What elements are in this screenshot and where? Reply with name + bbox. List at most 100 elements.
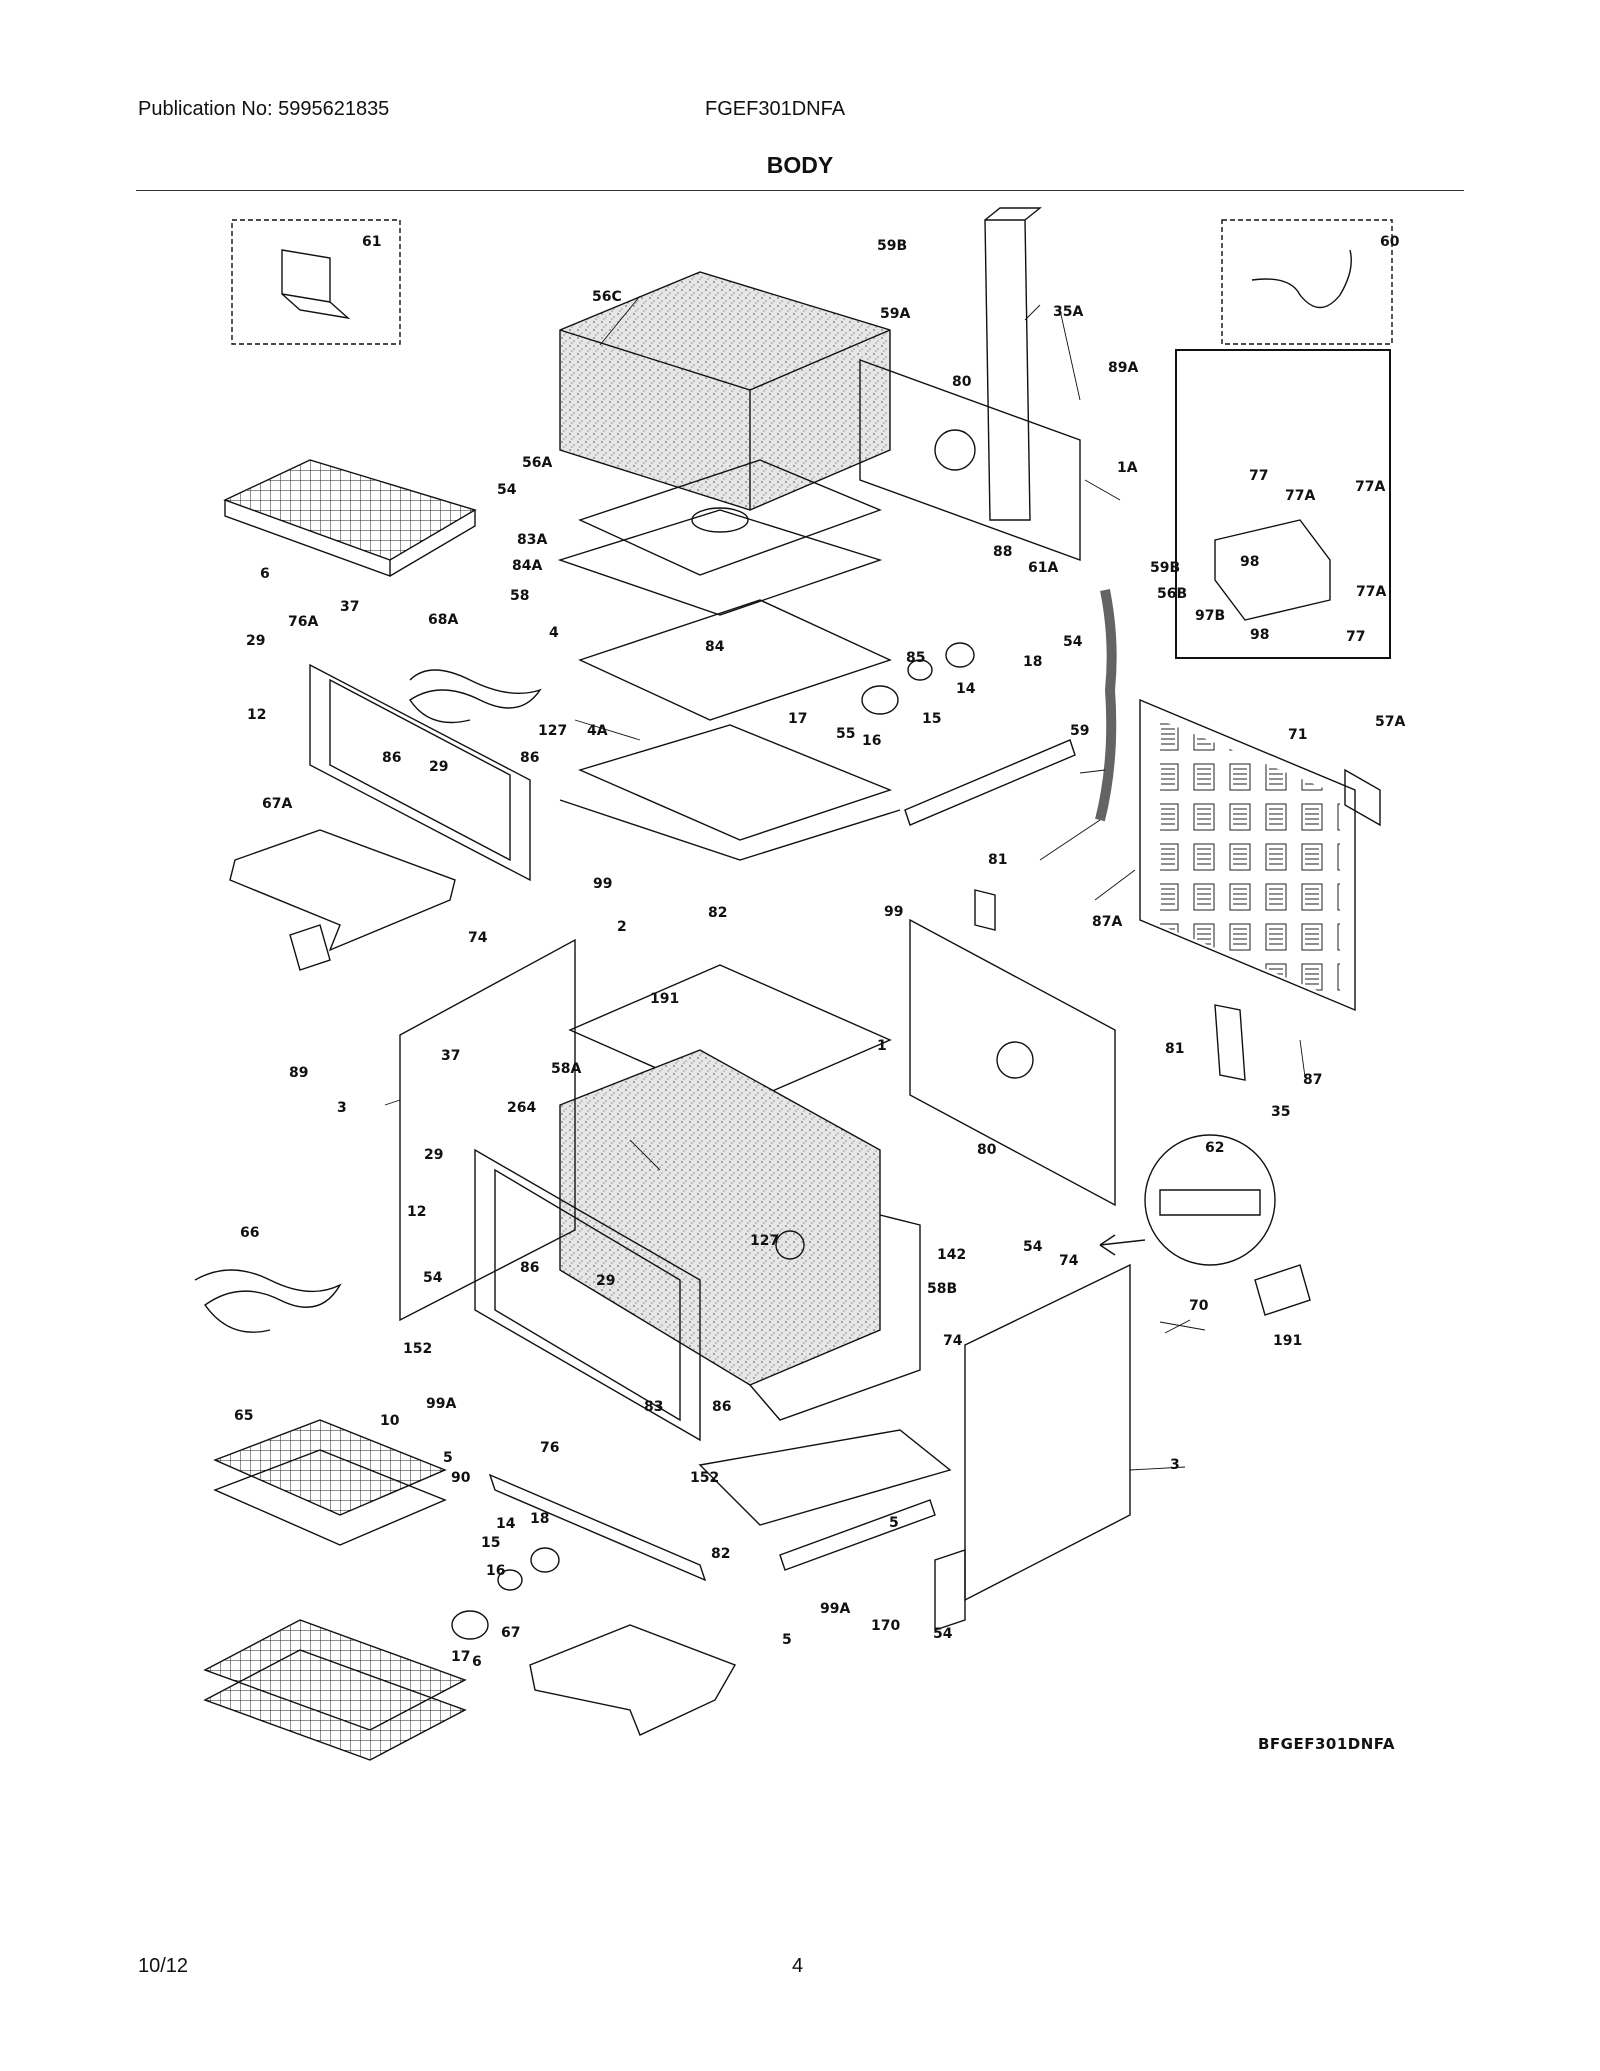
part-label: 15 (481, 1535, 500, 1551)
publication-number: Publication No: 5995621835 (138, 98, 390, 120)
part-label: 80 (977, 1142, 997, 1158)
clamp-60 (1251, 249, 1352, 309)
part-label: 62 (1205, 1140, 1224, 1156)
part-label: 12 (407, 1204, 426, 1220)
part-label: 99 (593, 876, 612, 892)
side-panel-3-right (964, 1263, 1131, 1602)
part-label: 3 (1170, 1457, 1180, 1473)
part-label: 59B (1150, 560, 1180, 576)
part-label: 66 (240, 1225, 259, 1241)
part-label: 77A (1355, 479, 1385, 495)
door-frame-76A (309, 663, 531, 882)
part-label: 99A (426, 1396, 456, 1412)
part-label: 67 (501, 1625, 520, 1641)
part-label: 58A (551, 1061, 581, 1077)
part-label: 14 (956, 681, 976, 697)
part-label: 127 (538, 723, 567, 739)
part-label: 1A (1117, 460, 1138, 476)
part-label: 29 (596, 1273, 615, 1289)
part-label: 77 (1346, 629, 1365, 645)
part-label: 81 (988, 852, 1007, 868)
rear-panel-71 (1139, 698, 1356, 1012)
part-label: 152 (690, 1470, 719, 1486)
part-label: 16 (862, 733, 881, 749)
part-label: 84 (705, 639, 725, 655)
part-label: 56B (1157, 586, 1187, 602)
part-label: 54 (1063, 634, 1083, 650)
title-rule (136, 190, 1464, 191)
part-label: 54 (1023, 1239, 1043, 1255)
liner-top (578, 459, 882, 576)
part-label: 58 (510, 588, 529, 604)
part-label: 3 (337, 1100, 347, 1116)
part-label: 10 (380, 1413, 400, 1429)
part-label: 74 (943, 1333, 963, 1349)
part-label: 76 (540, 1440, 559, 1456)
part-label: 87 (1303, 1072, 1322, 1088)
broiler-grid-10 (213, 1419, 447, 1516)
part-label: 67A (262, 796, 292, 812)
part-label: 81 (1165, 1041, 1184, 1057)
inset-box-77 (1175, 349, 1391, 659)
part-label: 84A (512, 558, 542, 574)
part-label: 61A (1028, 560, 1058, 576)
part-label: 5 (889, 1515, 899, 1531)
inset-box-60 (1221, 219, 1393, 345)
door-frame-264 (474, 1148, 701, 1442)
part-label: 37 (441, 1048, 460, 1064)
part-label: 65 (234, 1408, 253, 1424)
bracket-61 (281, 249, 351, 320)
part-label: 17 (788, 711, 807, 727)
broil-element-66 (194, 1269, 342, 1333)
bracket-81 (974, 889, 996, 931)
part-label: 71 (1288, 727, 1307, 743)
part-label: 127 (750, 1233, 779, 1249)
part-label: 86 (712, 1399, 731, 1415)
part-label: 29 (429, 759, 448, 775)
part-label: 98 (1240, 554, 1259, 570)
part-label: 191 (650, 991, 679, 1007)
page-number: 4 (792, 1955, 804, 1977)
part-label: 35A (1053, 304, 1083, 320)
lamp-15-lower (451, 1610, 489, 1640)
part-label: 82 (711, 1546, 730, 1562)
part-label: 2 (617, 919, 627, 935)
liner-mid (557, 509, 883, 616)
part-label: 37 (340, 599, 359, 615)
part-label: 77A (1356, 584, 1386, 600)
part-label: 18 (1023, 654, 1042, 670)
side-panel-3-left (399, 938, 576, 1322)
part-label: 77 (1249, 468, 1268, 484)
part-label: 68A (428, 612, 458, 628)
bake-element-68A (409, 669, 542, 724)
part-label: 54 (497, 482, 517, 498)
rail-99A (779, 1499, 936, 1571)
part-label: 56C (592, 289, 622, 305)
socket-18-lower (530, 1547, 560, 1573)
part-label: 55 (836, 726, 855, 742)
part-label: 77A (1285, 488, 1315, 504)
part-label: 15 (922, 711, 941, 727)
panel-191-right (1254, 1264, 1311, 1316)
part-label: 54 (423, 1270, 443, 1286)
terminal-block (1214, 519, 1331, 621)
page-title: BODY (766, 152, 834, 178)
rail-54 (904, 739, 1076, 826)
part-label: 70 (1189, 1298, 1209, 1314)
part-label: 57A (1375, 714, 1405, 730)
part-label: 86 (520, 750, 539, 766)
oven-bottom-55 (577, 724, 893, 841)
diagram-code: BFGEF301DNFA (1258, 1735, 1395, 1753)
part-label: 74 (1059, 1253, 1079, 1269)
part-label: 29 (424, 1147, 443, 1163)
broiler-pan-9 (213, 1449, 447, 1546)
part-label: 87A (1092, 914, 1122, 930)
panel-191-left (289, 924, 331, 971)
part-label: 86 (382, 750, 401, 766)
footer-date: 10/12 (138, 1955, 189, 1977)
base-82 (698, 1429, 952, 1526)
rail-54-lower (934, 1549, 966, 1631)
part-label: 82 (708, 905, 727, 921)
part-label: 5 (443, 1450, 453, 1466)
